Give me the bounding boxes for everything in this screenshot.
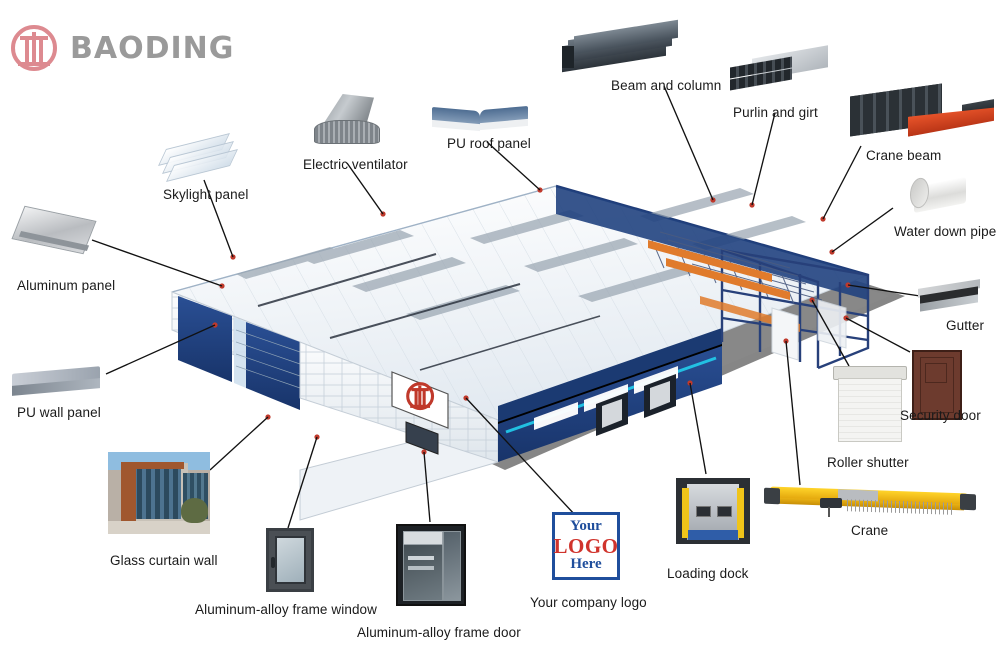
callout-label-gutter: Gutter: [946, 318, 985, 333]
glass-curtain-wall-photo: [108, 452, 210, 534]
overhead-crane-thumb: [764, 482, 976, 522]
callout-label-pu-roof-panel: PU roof panel: [447, 136, 531, 151]
callout-label-water-down-pipe: Water down pipe: [894, 224, 997, 239]
callout-label-company-logo: Your company logo: [530, 595, 647, 610]
aluminum-alloy-frame-door-thumb: [396, 524, 466, 606]
gutter-thumb: [918, 279, 984, 314]
callout-label-purlin-and-girt: Purlin and girt: [733, 105, 818, 120]
logo-line-3: Here: [570, 556, 602, 573]
callout-label-aluminum-alloy-door: Aluminum-alloy frame door: [357, 625, 521, 640]
logo-line-1: Your: [570, 518, 602, 535]
security-door-thumb: [912, 350, 962, 420]
callout-label-aluminum-alloy-window: Aluminum-alloy frame window: [195, 602, 378, 617]
aluminum-alloy-frame-window-thumb: [266, 528, 314, 592]
callout-label-glass-curtain-wall: Glass curtain wall: [110, 553, 218, 568]
water-down-pipe-thumb: [910, 176, 968, 216]
callout-label-roller-shutter: Roller shutter: [827, 455, 909, 470]
callout-label-crane-beam: Crane beam: [866, 148, 942, 163]
callout-label-pu-wall-panel: PU wall panel: [17, 405, 101, 420]
logo-line-2: LOGO: [553, 533, 619, 558]
callout-label-crane: Crane: [851, 523, 889, 538]
callout-label-aluminum-panel: Aluminum panel: [17, 278, 116, 293]
company-logo-placeholder: Your LOGO Here: [552, 512, 620, 580]
crane-beam-thumb: [850, 83, 994, 144]
callout-label-loading-dock: Loading dock: [667, 566, 749, 581]
brand-name: BAODING: [70, 30, 235, 66]
brand-logo: BAODING: [8, 22, 234, 74]
callout-label-skylight-panel: Skylight panel: [163, 187, 249, 202]
callout-label-security-door: Security door: [900, 408, 981, 423]
baoding-emblem-icon: [8, 22, 60, 74]
pu-roof-panel-thumb: [432, 105, 530, 139]
aluminum-panel-thumb: [11, 205, 97, 258]
roller-shutter-thumb: [833, 366, 907, 442]
callout-label-beam-and-column: Beam and column: [611, 78, 722, 93]
purlin-and-girt-thumb: [730, 45, 830, 96]
loading-dock-thumb: [676, 478, 750, 548]
pu-wall-panel-thumb: [12, 366, 102, 400]
electric-ventilator-thumb: [312, 94, 382, 146]
building-logo: [391, 371, 449, 429]
skylight-panel-thumb: [158, 126, 238, 182]
callout-label-electric-ventilator: Electric ventilator: [303, 157, 408, 172]
beam-and-column-thumb: [562, 19, 680, 76]
